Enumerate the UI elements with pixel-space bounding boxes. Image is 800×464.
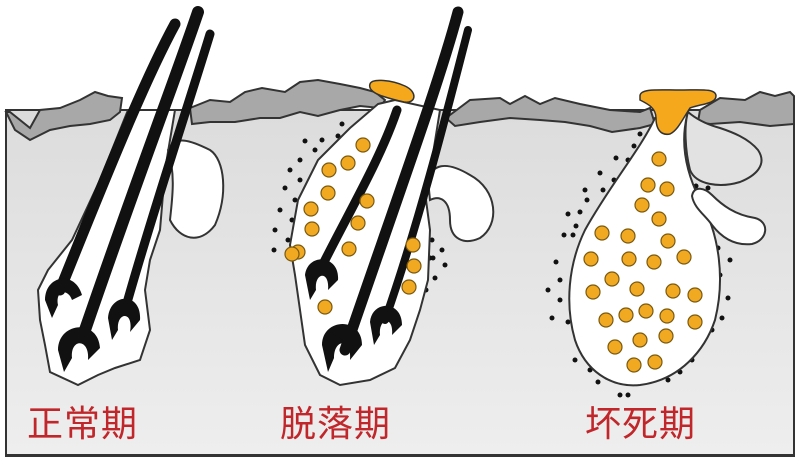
inflammation-dots (271, 121, 448, 293)
sebum-plug (368, 79, 415, 103)
epidermis-layer (4, 78, 795, 142)
stage-label-necrosis: 坏死期 (585, 404, 697, 445)
stage-label-normal: 正常期 (27, 404, 139, 445)
follicle-necrosis (545, 89, 767, 398)
sebaceous-gland (426, 165, 495, 242)
hair-shafts (54, 6, 215, 336)
skin-fold (684, 110, 763, 186)
sebum-particles (284, 137, 422, 315)
follicle-shedding (271, 6, 495, 387)
sebaceous-gland (166, 139, 225, 239)
stage-label-shedding: 脱落期 (280, 404, 392, 445)
sebum-particles (583, 151, 703, 373)
sebaceous-gland (690, 187, 767, 246)
sebum-plug (639, 89, 717, 136)
follicle-normal (36, 6, 225, 387)
hair-bulbs (45, 278, 141, 372)
hair-shafts (315, 6, 472, 356)
hair-bulbs (305, 259, 402, 372)
